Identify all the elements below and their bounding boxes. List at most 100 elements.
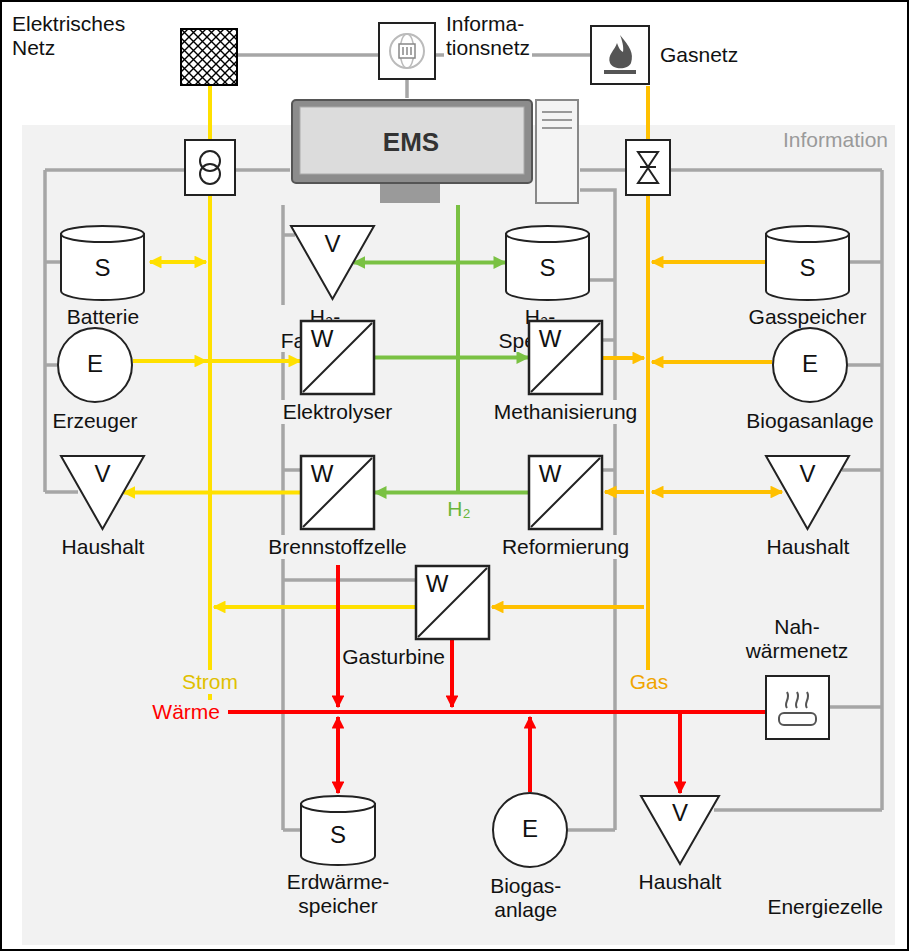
node-label: Methanisierung — [492, 400, 640, 424]
bus-label: H₂ — [445, 497, 472, 521]
node-label: Biogas- anlage — [484, 874, 569, 921]
shape-letter: S — [300, 822, 376, 849]
node-label: Erdwärme- speicher — [285, 870, 392, 917]
node-label: Batterie — [65, 305, 141, 329]
flame-outline — [609, 35, 632, 68]
converter-box: WGasturbine — [415, 565, 490, 640]
valve-symbol-part — [626, 140, 670, 195]
cell-ground — [22, 125, 895, 945]
converter-box: WMethanisierung — [528, 320, 603, 395]
shape-letter: E — [492, 816, 568, 843]
converter-box: WReformierung — [528, 455, 603, 530]
circle-outline — [493, 793, 567, 867]
flow-arrow — [124, 491, 300, 495]
heat-line-part — [228, 710, 765, 714]
producer-circle: EBiogas- anlage — [492, 792, 568, 868]
monitor-outline — [542, 112, 572, 128]
flow-arrow — [133, 359, 300, 363]
tri-outline — [61, 456, 144, 529]
bus-label: Strom — [180, 670, 240, 694]
info-outline — [390, 34, 424, 68]
bus-label: Gas — [628, 670, 671, 694]
storage-cylinder: SH₂-Speicher — [505, 225, 590, 300]
valve-symbol-part — [638, 168, 658, 183]
sq-outline — [418, 568, 487, 637]
circle-outline — [773, 328, 847, 402]
shape-letter: E — [57, 351, 133, 378]
gas-line — [492, 86, 782, 690]
sq-outline — [301, 321, 374, 394]
node-label: Haushalt — [765, 535, 852, 559]
producer-circle: EBiogasanlage — [772, 327, 848, 403]
node-label: Gasnetz — [658, 43, 740, 67]
consumer-triangle: VHaushalt — [765, 455, 850, 530]
sq-outline — [531, 458, 600, 527]
producer-circle: EErzeuger — [57, 327, 133, 403]
valve-symbol-part — [638, 152, 658, 167]
bus-label: Information — [781, 128, 890, 152]
heat-line-part — [336, 717, 340, 793]
network-box: Informa- tionsnetz — [378, 22, 436, 80]
sq-outline — [303, 458, 372, 527]
node-label: Haushalt — [637, 870, 724, 894]
node-label: Elektrisches Netz — [10, 12, 154, 59]
gas-line-part — [603, 356, 644, 360]
heat-line-part — [528, 717, 532, 792]
shape-letter: V — [640, 800, 720, 827]
transformer-symbol — [185, 140, 235, 195]
node-label: Gasturbine — [340, 645, 447, 669]
hydrogen-line-part — [456, 205, 460, 492]
heat-line-part — [450, 640, 454, 707]
gas-line-part — [652, 490, 782, 494]
flame-outline — [590, 25, 650, 85]
cyl-outline — [506, 234, 589, 300]
storage-cylinder: SBatterie — [60, 225, 145, 300]
heat-outline — [765, 675, 830, 740]
heat-outline — [786, 692, 808, 708]
power-line-part — [214, 605, 415, 609]
heat-line — [228, 565, 765, 793]
flow-arrow — [375, 491, 528, 495]
info-line — [45, 55, 882, 830]
energy-cell: EnergiezelleEMSSBatterieVH₂-FahrzeugSH₂-… — [22, 125, 895, 945]
consumer-triangle: VHaushalt — [640, 795, 720, 865]
cyl-outline — [766, 234, 849, 300]
info-line-part — [283, 205, 415, 830]
transformer-symbol-part — [185, 140, 235, 195]
node-label: Energiezelle — [765, 895, 885, 919]
gas-grid-box: Gasnetz — [590, 25, 650, 85]
node-label: Nah- wärmenetz — [744, 615, 851, 662]
heat-line-part — [336, 565, 340, 707]
ems-monitor: EMS — [290, 98, 580, 205]
info-outline — [379, 23, 435, 79]
sq-outline — [531, 323, 600, 392]
info-line-part — [45, 170, 78, 492]
cyl-outline — [506, 226, 589, 242]
shape-letter: W — [304, 326, 340, 353]
shape-letter: S — [765, 255, 850, 282]
shape-letter: S — [505, 255, 590, 282]
node-label: EMS — [290, 128, 532, 157]
cyl-outline — [61, 226, 144, 242]
cyl-outline — [766, 226, 849, 242]
sq-outline — [529, 321, 602, 394]
shape-letter: S — [60, 255, 145, 282]
shape-letter: W — [532, 461, 568, 488]
gas-line-part — [652, 360, 772, 364]
converter-box: WElektrolyser — [300, 320, 375, 395]
power-line-part — [150, 260, 206, 264]
node-label: Brennstoffzelle — [266, 535, 409, 559]
consumer-triangle: VH₂-Fahrzeug — [290, 225, 375, 300]
node-label: Elektrolyser — [281, 400, 395, 424]
shape-letter: W — [419, 571, 455, 598]
cyl-outline — [301, 804, 375, 865]
hatch-outline — [181, 29, 237, 85]
storage-cylinder: SGasspeicher — [765, 225, 850, 300]
gas-line-part — [652, 260, 780, 264]
node-label: Biogasanlage — [744, 409, 875, 433]
shape-letter: E — [772, 351, 848, 378]
transformer-symbol-part — [200, 164, 220, 184]
